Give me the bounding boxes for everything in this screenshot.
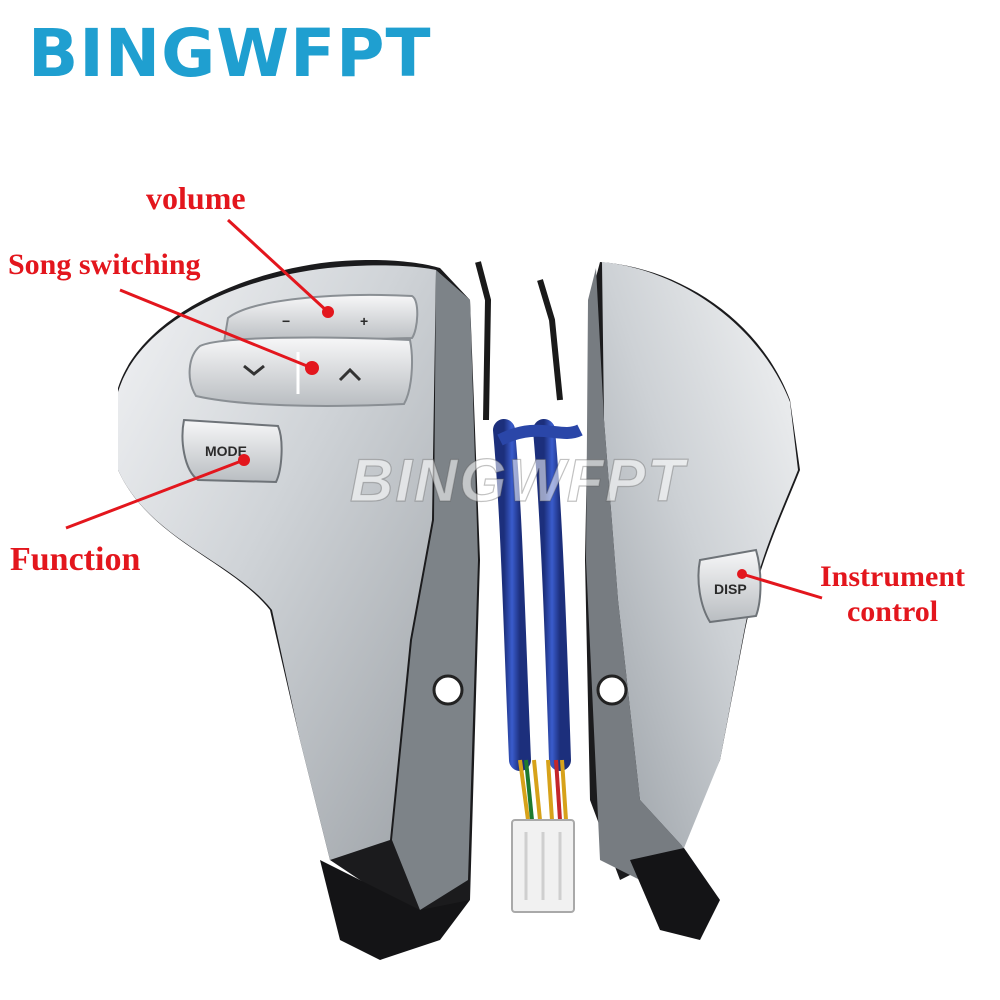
callout-instrument-control: Instrument control [820, 560, 965, 629]
mode-button-label: MODE [205, 443, 247, 459]
chevron-down-icon [243, 364, 265, 376]
disp-button: DISP [697, 548, 762, 624]
callout-song-switching: Song switching [8, 248, 201, 281]
wiring-harness [475, 261, 583, 913]
volume-minus-label: − [282, 313, 290, 329]
callout-instrument-line2: control [846, 594, 939, 628]
brand-logo: BINGWFPT [28, 14, 432, 94]
callout-function: Function [10, 541, 141, 578]
right-switch-panel [585, 262, 800, 940]
callout-pointers [65, 218, 823, 600]
disp-button-label: DISP [714, 581, 747, 597]
brand-logo-text: BINGWFPT [28, 15, 432, 92]
mode-button: MODE [181, 418, 283, 484]
chevron-up-icon [338, 367, 362, 382]
callout-volume: volume [146, 180, 246, 216]
volume-plus-label: + [360, 313, 368, 329]
callout-instrument-line1: Instrument [820, 560, 966, 593]
watermark: BINGWFPT [349, 446, 686, 514]
song-switch-rocker [188, 336, 413, 407]
